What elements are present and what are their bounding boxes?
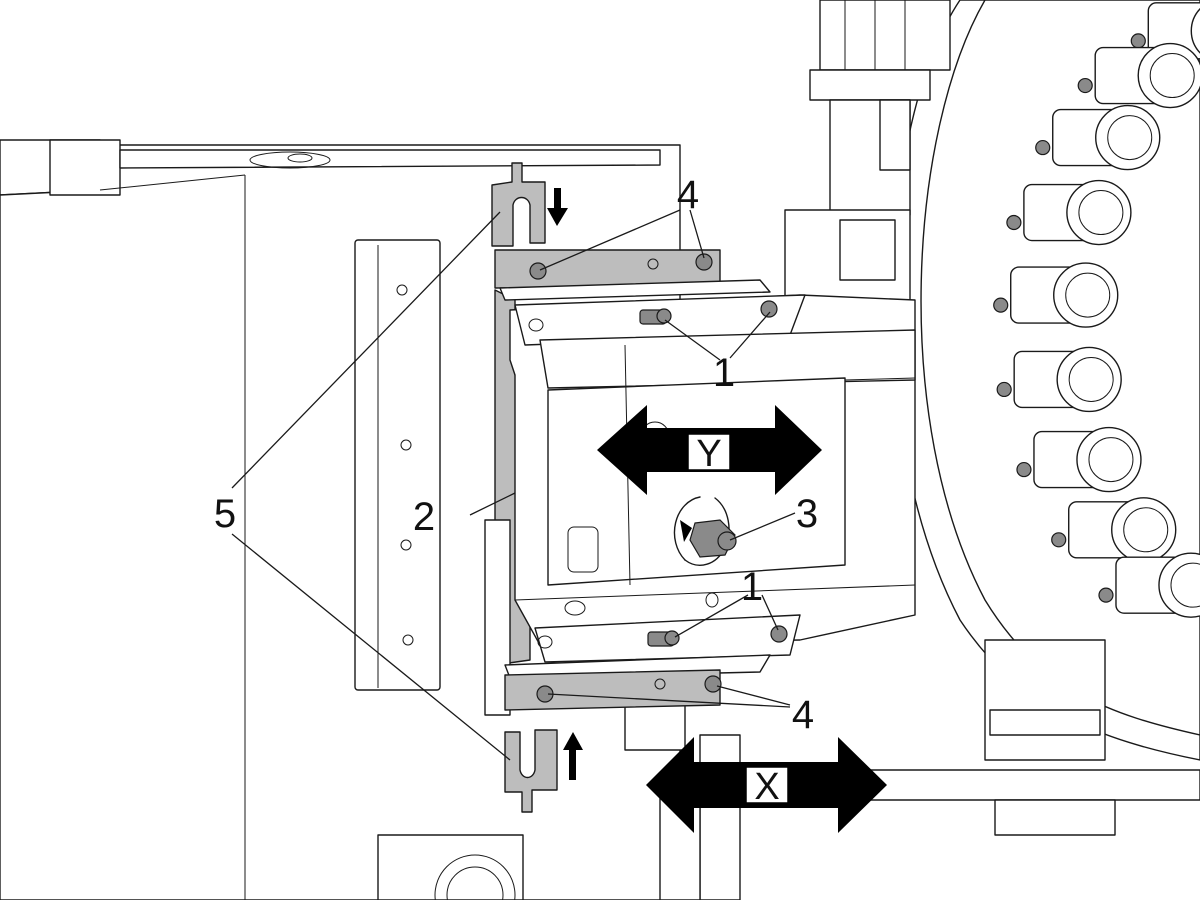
bottom-clamp-plate [504, 654, 771, 711]
callout-4-top: 4 [677, 173, 699, 217]
tool-pocket [996, 346, 1122, 413]
callout-1-top: 1 [713, 351, 735, 395]
adjustment-screw [673, 496, 737, 566]
tool-carousel [891, 0, 1200, 761]
tool-pocket [1016, 426, 1142, 493]
tool-pocket [1051, 497, 1177, 563]
callout-3: 3 [796, 492, 818, 536]
tool-pocket [993, 262, 1119, 328]
left-mounting-plate [354, 239, 441, 691]
spindle-head [784, 0, 951, 301]
top-clamp-plate [494, 249, 771, 301]
tool-pocket [1077, 42, 1200, 109]
carriage-bolts [639, 300, 788, 647]
callout-2: 2 [413, 495, 435, 539]
bottom-shim [504, 729, 558, 813]
top-shim [491, 162, 546, 247]
tool-pocket [1098, 552, 1200, 618]
tool-pocket [1006, 179, 1132, 246]
shim-down-arrow-icon [547, 188, 568, 226]
shim-up-arrow-icon [563, 732, 583, 780]
leader-lines [231, 209, 796, 761]
x-axis-label: X [754, 766, 779, 808]
lower-right-structure [624, 639, 1200, 900]
callout-4-bottom: 4 [792, 693, 814, 737]
y-axis-arrow: Y [597, 405, 822, 495]
y-axis-label: Y [696, 433, 721, 475]
tool-pocket [1035, 104, 1161, 171]
callout-5: 5 [214, 492, 236, 536]
callout-1-bottom: 1 [741, 565, 763, 609]
x-axis-arrow: X [646, 737, 887, 833]
lower-box [377, 834, 524, 900]
